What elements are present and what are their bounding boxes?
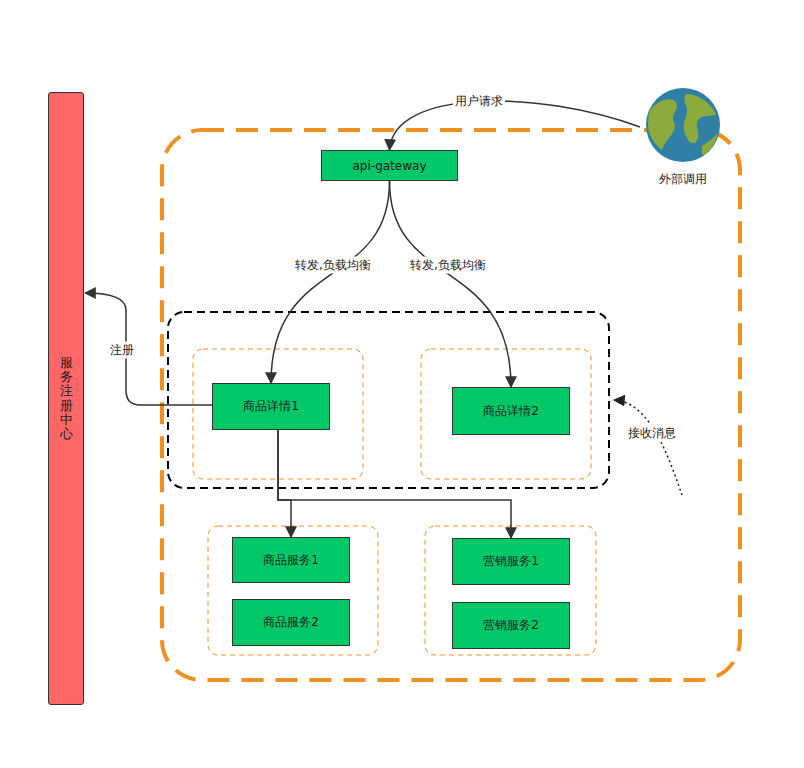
group-box [208,526,378,655]
service-box: 营销服务2 [452,602,570,649]
node-label: api-gateway [353,159,427,173]
connector [390,101,641,150]
connector [278,430,511,538]
service-box: 商品详情1 [212,383,330,430]
connector [271,181,390,383]
node-label: 商品服务2 [263,614,319,631]
node-label: 营销服务1 [483,553,539,570]
service-box: 商品服务2 [232,599,350,646]
node-label: 商品详情1 [243,398,299,415]
message-arrow [614,400,682,495]
edge-label: 用户请求 [453,93,505,110]
service-box: 营销服务1 [452,538,570,585]
connector [85,293,212,405]
globe-icon [640,88,726,168]
node-label: 商品详情2 [483,403,539,420]
connector [278,430,291,537]
globe-caption: 外部调用 [659,171,707,188]
node-label: 营销服务2 [483,617,539,634]
edge-label: 转发,负载均衡 [293,257,373,274]
globe-node: 外部调用 [640,88,726,192]
system-boundary [162,130,740,680]
edge-label: 转发,负载均衡 [408,257,488,274]
group-box [421,349,591,479]
registry-bar: 服务注册中心 [48,92,84,705]
node-label: 商品服务1 [263,552,319,569]
group-box [425,526,596,655]
service-box: 商品服务1 [232,537,350,583]
connector [390,181,512,387]
service-box: 商品详情2 [452,387,570,435]
edge-label: 注册 [108,342,136,359]
node-label: 服务注册中心 [60,356,73,442]
gateway-box: api-gateway [321,150,458,181]
detail-cluster [168,312,609,488]
note-label: 接收消息 [626,425,678,442]
